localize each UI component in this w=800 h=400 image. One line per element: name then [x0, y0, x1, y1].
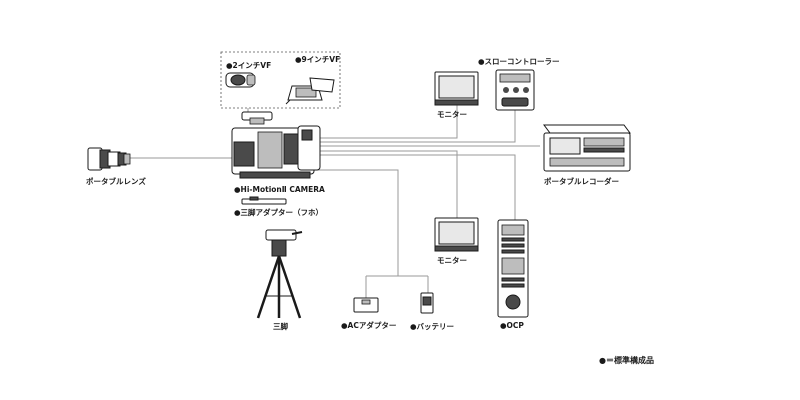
- portable-recorder-device: [543, 124, 631, 172]
- wire-camera-monitor-top: [318, 105, 458, 139]
- tripod-label: 三脚: [273, 321, 288, 331]
- tripod-adapter-device: [241, 196, 287, 205]
- tripod-device: [256, 229, 303, 319]
- ac-adapter-label: ●ACアダプター: [341, 320, 396, 330]
- viewfinder-group-box: [220, 51, 341, 109]
- vf-9inch-label: ●9インチVF: [295, 55, 340, 64]
- legend-standard-components: ●＝標準構成品: [599, 355, 654, 365]
- connection-wires: [128, 105, 540, 298]
- monitor-top-label: モニター: [437, 109, 467, 119]
- vf-2inch-label: ●2インチVF: [226, 61, 271, 70]
- ac-adapter-device: [353, 297, 379, 313]
- vf-2inch-device: [225, 72, 256, 88]
- wire-camera-power: [312, 169, 399, 276]
- slow-controller-label: ●スローコントローラー: [478, 57, 560, 66]
- monitor-bottom-device: [434, 217, 479, 252]
- portable-recorder-label: ポータブルレコーダー: [544, 176, 619, 186]
- camera-label: ●Hi-MotionⅡ CAMERA: [234, 185, 325, 194]
- ocp-label: ●OCP: [500, 321, 524, 330]
- wire-camera-ocp: [318, 154, 516, 220]
- portable-lens-device: [87, 147, 131, 171]
- battery-device: [420, 292, 434, 314]
- monitor-bottom-label: モニター: [437, 255, 467, 265]
- wire-camera-slow-controller: [318, 108, 516, 143]
- portable-lens-label: ポータブルレンズ: [86, 176, 146, 186]
- vf-9inch-device: [285, 77, 335, 105]
- monitor-top-device: [434, 71, 479, 106]
- tripod-adapter-label: ●三脚アダプター（フホ）: [234, 207, 323, 217]
- camera-device: [231, 111, 321, 179]
- slow-controller-device: [495, 69, 535, 111]
- wire-camera-monitor-bottom: [318, 150, 458, 218]
- battery-label: ●バッテリー: [410, 322, 454, 331]
- ocp-device: [497, 219, 529, 318]
